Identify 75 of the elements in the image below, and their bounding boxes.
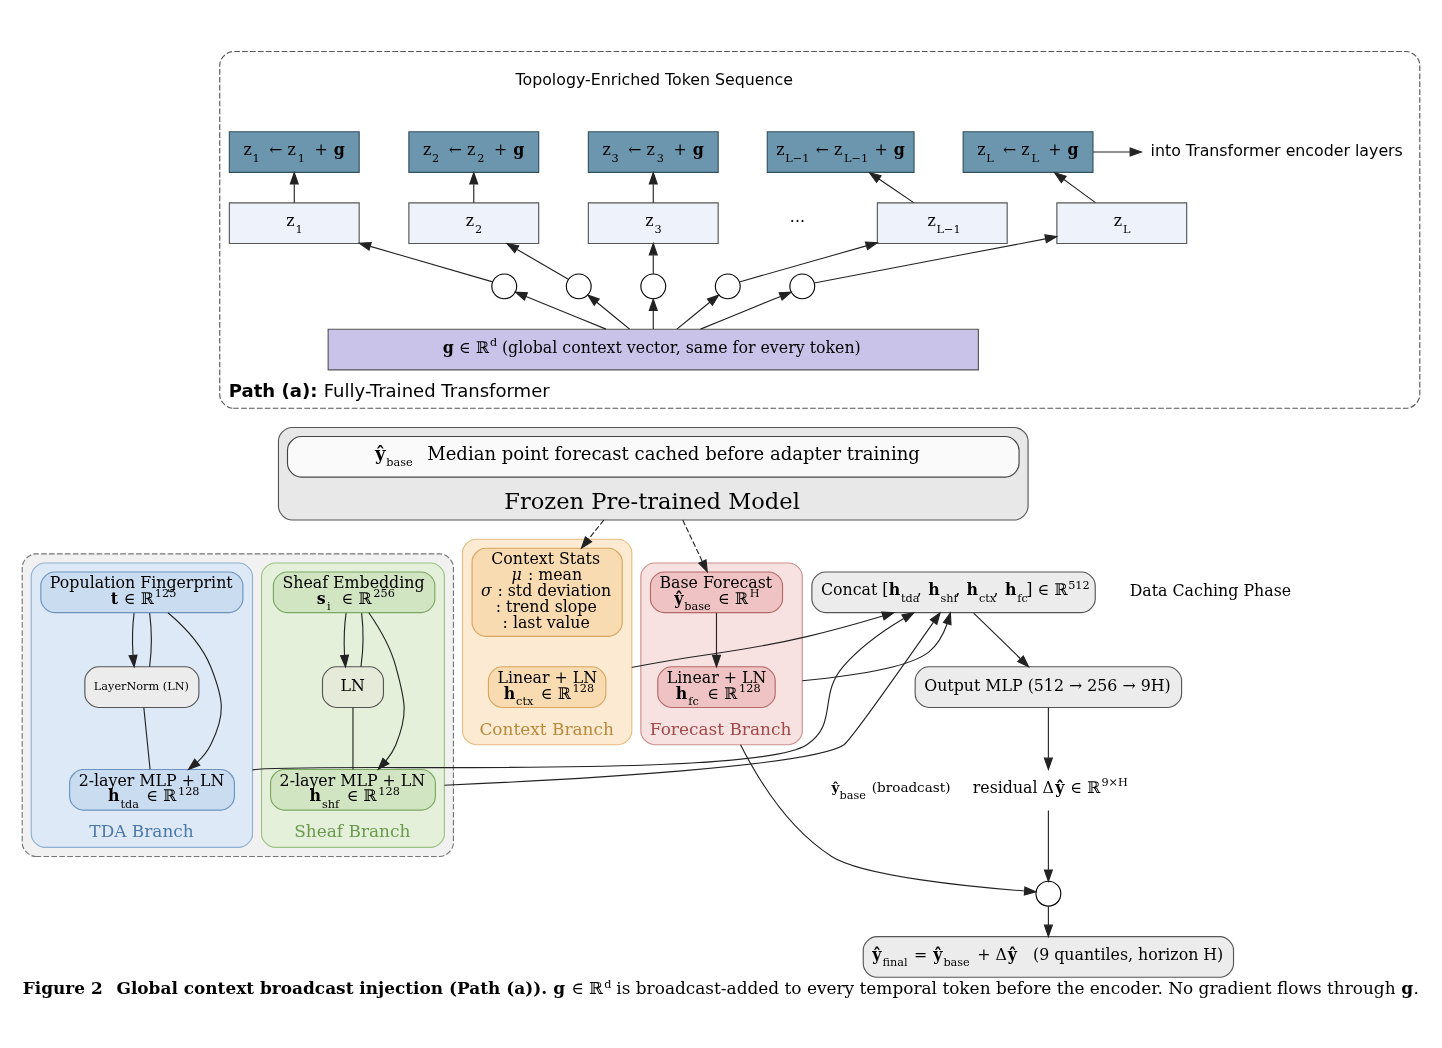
node-box: Context Stats μ : mean σ : std deviation : trend slope : last value [471,547,623,637]
node-box: Output MLP (512 → 256 → 9H) [914,666,1183,708]
node-box: LayerNorm (LN) [84,666,200,708]
node-box: z$_{L}$ [1056,202,1188,245]
node-circle [565,273,592,300]
arrow [738,241,879,283]
node-box: Concat [h$_{tda}$, h$_{shf}$, h$_{ctx}$, h$_{fc}$] ∈ ℝ$^{512}$ [811,571,1096,614]
node-box: z$_{L−1}$ ← z$_{L−1}$ + g [766,131,915,173]
node-text: into Transformer encoder layers [1150,141,1403,161]
node-text: residual Δŷ ∈ ℝ$^{9×H}$ [972,776,1128,797]
node-circle [640,273,667,300]
arrow [1053,171,1096,204]
node-box: Sheaf Embedding s$_{i}$ ∈ ℝ$^{256}$ [272,571,436,614]
arrow [443,611,942,786]
node-box: Linear + LN h$_{ctx}$ ∈ ℝ$^{128}$ [487,666,607,708]
arrow [513,291,607,330]
node-box: Base Forecast ŷ$_{base}$ ∈ ℝ$^{H}$ [649,571,784,614]
node-circle [714,273,741,300]
node-box: z$_{L}$ ← z$_{L}$ + g [962,131,1094,173]
node-box: g ∈ ℝ$^{d}$ (global context vector, same for every token) [327,328,979,371]
arrow [505,242,569,280]
arrow [128,612,138,669]
connector [352,707,354,770]
connector [360,612,364,668]
arrow [368,612,405,771]
arrow [1043,810,1054,883]
arrow [801,611,952,682]
arrow [586,293,631,330]
node-box: z$_{3}$ [587,202,719,245]
arrow [167,612,222,771]
label: ··· [789,212,805,232]
arrow [357,241,494,283]
node-box: z$_{1}$ [228,202,360,245]
node-box: z$_{2}$ [408,202,540,245]
node-box: z$_{1}$ ← z$_{1}$ + g [228,131,360,173]
arrow [339,612,350,669]
arrow [1043,707,1054,772]
node-box: 2-layer MLP + LN h$_{shf}$ ∈ ℝ$^{128}$ [270,768,436,811]
arrow [868,171,915,204]
caption: Figure 2 Global context broadcast injection (Path (a)). g ∈ ℝ$^{d}$ is broadcast-added to every temporal token before the encoder. No gradient flows through g. [22,977,1419,999]
arrow [469,171,479,204]
node-box: z$_{L−1}$ [876,202,1008,245]
node-box: Population Fingerprint t ∈ ℝ$^{125}$ [40,571,244,614]
arrow [1043,906,1054,939]
arrow [813,234,1059,284]
node-circle [1035,880,1062,907]
arrow [631,611,896,669]
node-circle [491,273,518,300]
arrow [682,519,708,574]
edge-label: ŷ$_{base}$ (broadcast) [831,779,951,802]
arrow [1092,147,1144,157]
arrow [739,744,1038,896]
node-box: ŷ$_{base}$ Median point forecast cached before adapter training [286,435,1020,478]
node-box: z$_{3}$ ← z$_{3}$ + g [587,131,719,173]
arrow [580,519,605,550]
node-box: z$_{2}$ ← z$_{2}$ + g [408,131,540,173]
connector [143,707,151,770]
label: Data Caching Phase [1129,581,1292,601]
arrow [648,297,658,330]
arrow [648,241,658,275]
cluster [21,553,454,858]
arrow [289,171,299,204]
arrow [648,171,658,204]
arrow [251,611,916,771]
arrow [711,612,722,669]
arrow [699,291,793,330]
connector [149,612,152,668]
arrow [676,293,720,330]
node-circle [789,273,816,300]
label: Topology-Enriched Token Sequence [515,70,793,90]
node-box: Linear + LN h$_{fc}$ ∈ ℝ$^{128}$ [657,666,776,708]
arrow [973,612,1030,668]
node-box: 2-layer MLP + LN h$_{tda}$ ∈ ℝ$^{128}$ [69,768,235,811]
node-box: LN [321,666,384,708]
node-box: ŷ$_{final}$ = ŷ$_{base}$ + Δŷ (9 quantiles, horizon H) [862,936,1235,978]
